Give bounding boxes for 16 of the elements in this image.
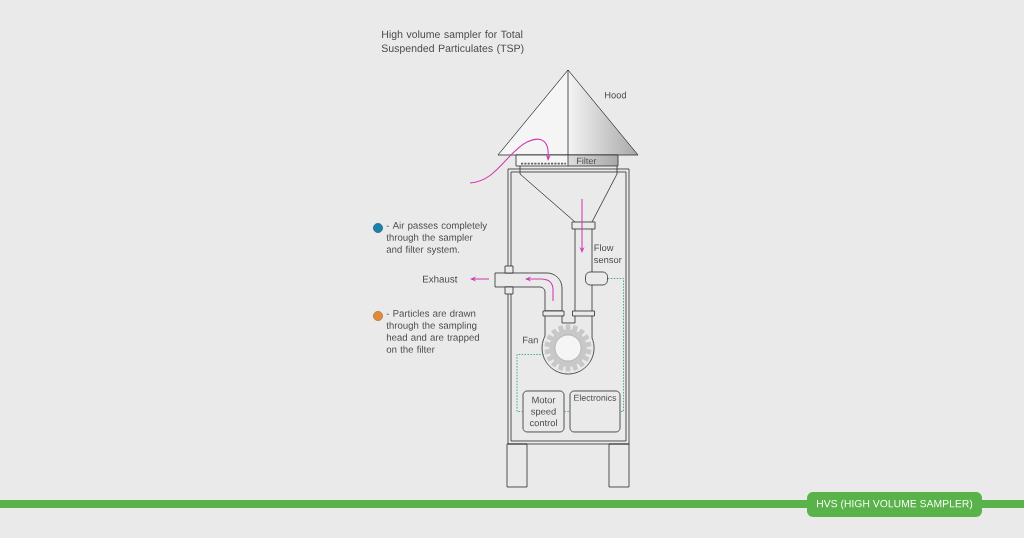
control-box: Motor speed control: [522, 390, 565, 433]
title: High volume sampler for Total Suspended Particulates (TSP): [381, 30, 524, 55]
wire: [607, 278, 624, 412]
part-label: Flow sensor: [594, 244, 622, 264]
flow-sensor: [585, 271, 608, 286]
wire: [516, 354, 545, 412]
wire: [563, 411, 571, 412]
part-label: Fan: [523, 336, 538, 344]
legend-text: - Particles are drawn through the sampling head and are trapped on the filter: [386, 309, 480, 353]
electronics-box: Electronics: [569, 390, 621, 433]
part-label: Exhaust: [423, 275, 458, 283]
legend-text: - Air passes completely through the sampler and filter system.: [386, 221, 488, 255]
tag-pill: HVS (HIGH VOLUME SAMPLER): [807, 492, 982, 517]
part-label: Filter: [577, 157, 597, 165]
part-label: Hood: [605, 91, 626, 99]
fan: [544, 324, 592, 372]
